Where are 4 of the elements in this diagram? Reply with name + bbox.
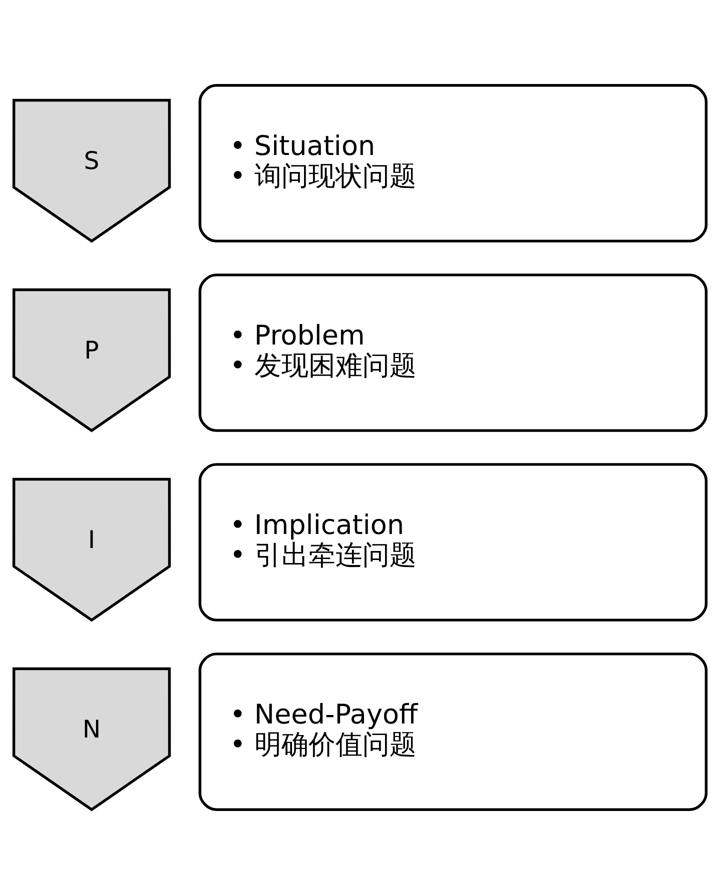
node-box: • Situation • 询问现状问题 <box>198 84 708 242</box>
node-box: • Need-Payoff • 明确价值问题 <box>198 652 708 810</box>
node-box: • Implication • 引出牵连问题 <box>198 462 708 621</box>
node-box: • Problem • 发现困难问题 <box>198 273 708 432</box>
